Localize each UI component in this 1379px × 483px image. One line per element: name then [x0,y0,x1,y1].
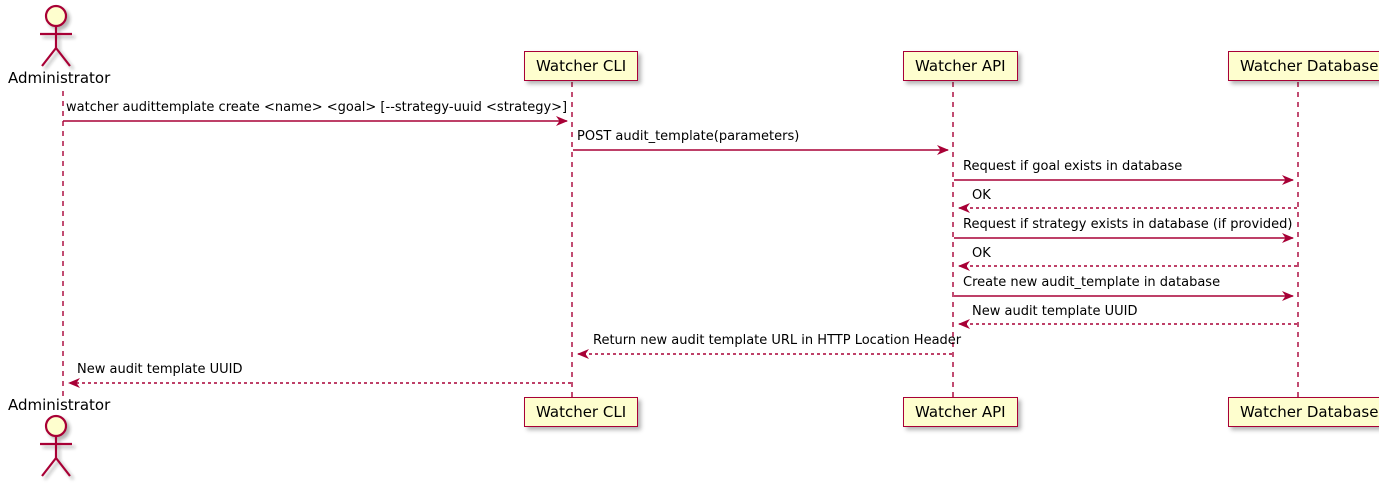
message-label-1: watcher audittemplate create <name> <goa… [66,100,568,115]
actor-figure-administrator-bottom [40,414,72,477]
participant-watcher-api-top[interactable]: Watcher API [903,51,1018,81]
message-label-9: Return new audit template URL in HTTP Lo… [593,333,962,348]
actor-label-administrator-bottom: Administrator [8,396,111,414]
message-label-3: Request if goal exists in database [963,159,1183,174]
message-label-4: OK [972,188,991,203]
message-label-5: Request if strategy exists in database (… [963,217,1293,232]
message-label-10: New audit template UUID [77,362,243,377]
participant-watcher-cli-bottom[interactable]: Watcher CLI [524,397,639,427]
message-label-8: New audit template UUID [972,304,1138,319]
lifelines [62,82,1299,398]
actor-figure-administrator-top [40,4,72,67]
actor-label-administrator-top: Administrator [8,69,111,87]
message-label-2: POST audit_template(parameters) [577,129,800,144]
participant-watcher-database-bottom[interactable]: Watcher Database [1228,397,1379,427]
participant-watcher-database-top[interactable]: Watcher Database [1228,51,1379,81]
participant-watcher-api-bottom[interactable]: Watcher API [903,397,1018,427]
message-arrows [63,116,1297,388]
participant-watcher-cli-top[interactable]: Watcher CLI [524,51,639,81]
message-label-6: OK [972,246,991,261]
message-label-7: Create new audit_template in database [963,275,1221,290]
